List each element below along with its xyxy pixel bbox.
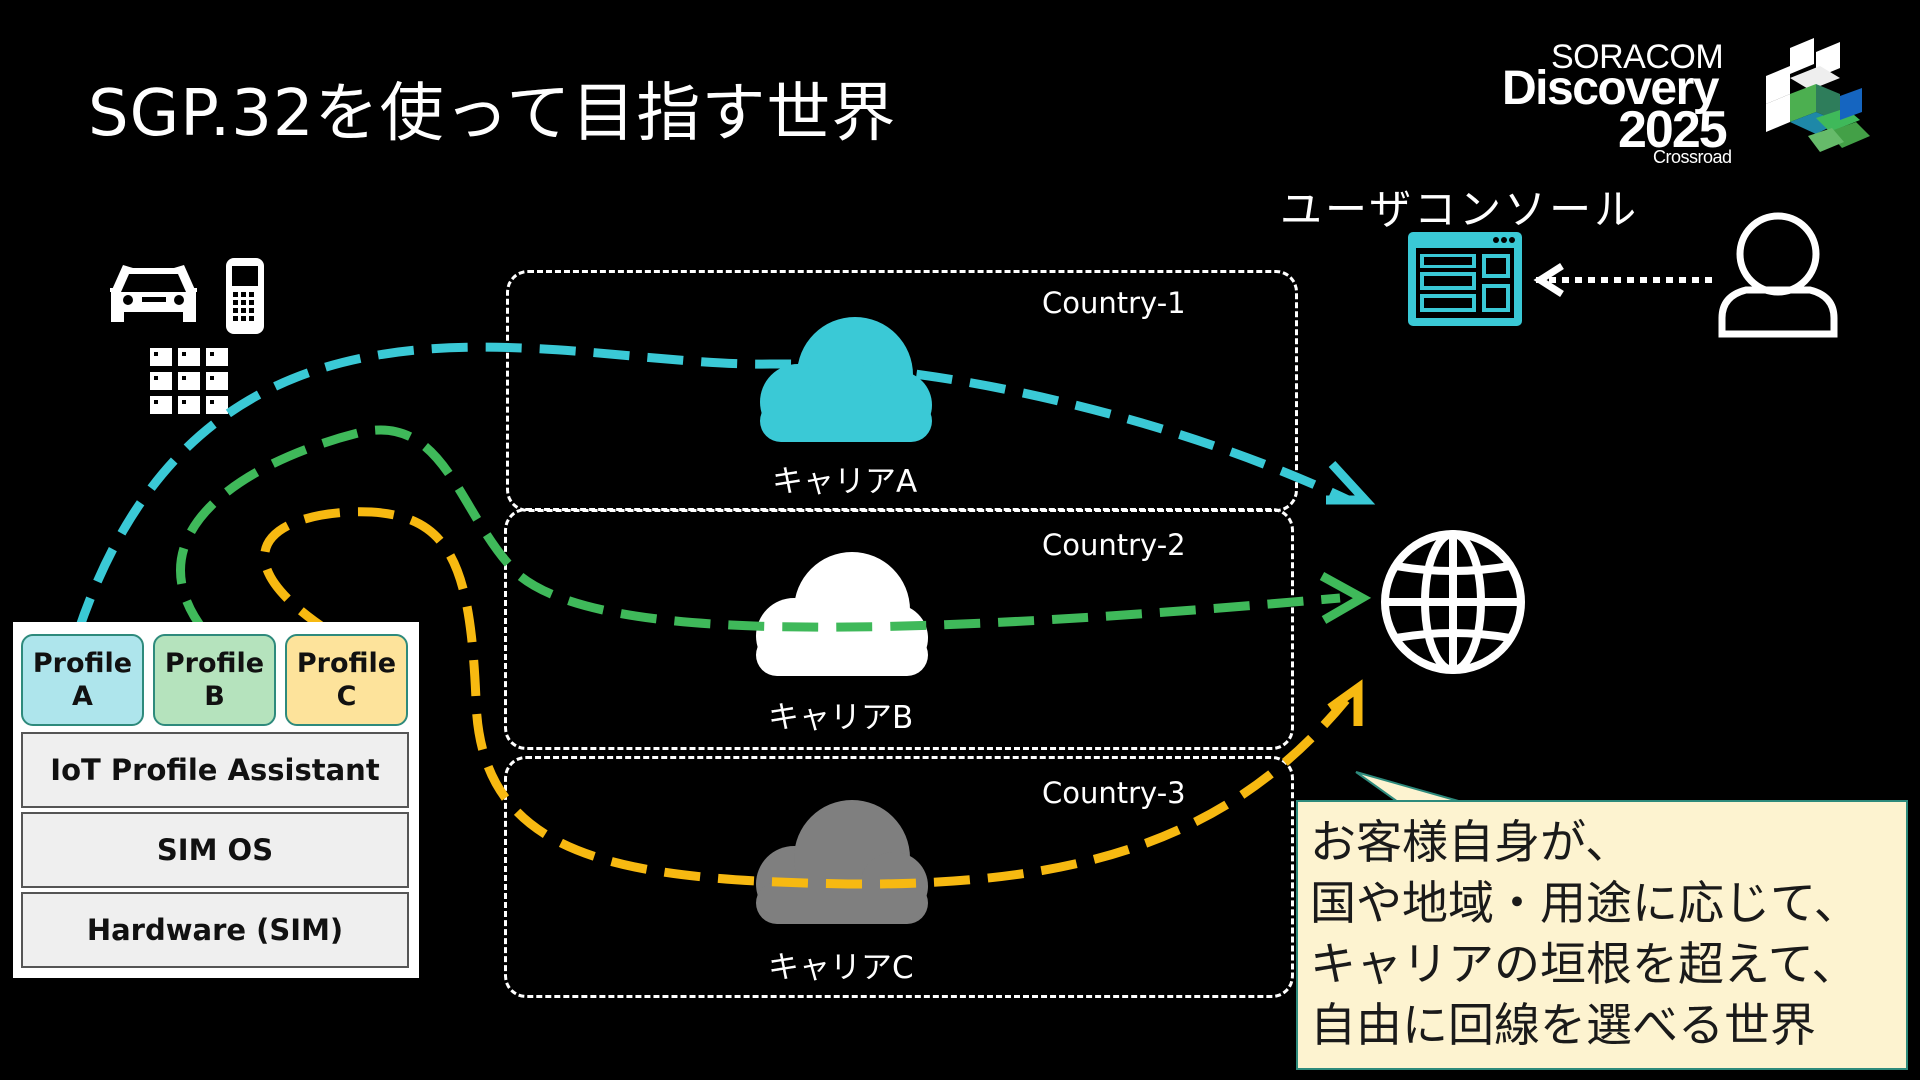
route-c-arrowhead-icon [1327,679,1363,726]
user-console-label: ユーザコンソール [1280,185,1640,234]
profile-a-line1: Profile [32,648,133,679]
cloud-icon-carrier-a [760,317,932,442]
page-title: SGP.32を使って目指す世界 [88,77,897,151]
callout-line-2: 国や地域・用途に応じて、 [1310,876,1860,930]
callout-line-1: お客様自身が、 [1310,815,1632,869]
car-icon [110,265,197,322]
carrier-b-label: キャリアB [768,700,914,736]
profile-a-line2: A [72,681,93,712]
event-logo: SORACOM Discovery 2025 Crossroad [1490,38,1900,168]
carrier-c-label: キャリアC [768,950,914,986]
route-b-path [176,425,1341,635]
logo-year: 2025 [1618,101,1728,159]
sim-stack: Profile A Profile B Profile C IoT Profil… [13,622,419,978]
route-b-arrowhead-icon [1319,572,1372,624]
internet-globe-icon [1381,530,1525,674]
country-2-region [504,508,1294,750]
route-a-path [73,342,1350,634]
route-c-path [260,507,1350,889]
country-3-region [504,756,1294,998]
country-1-label: Country-1 [1042,286,1186,320]
profile-a: Profile A [21,634,144,726]
profile-b-line2: B [204,681,225,712]
layer-hardware-sim: Hardware (SIM) [21,892,409,968]
cloud-icon-carrier-b [756,552,928,676]
layer-sim-os: SIM OS [21,812,409,888]
profile-c-line1: Profile [296,648,397,679]
profile-c-line2: C [336,681,357,712]
carrier-a-label: キャリアA [772,464,918,500]
callout-line-3: キャリアの垣根を超えて、 [1310,937,1858,991]
logo-brand: SORACOM [1551,38,1724,76]
console-window-icon [1408,232,1522,326]
cloud-icon-carrier-c [756,800,928,924]
callout-tail [1355,771,1463,803]
logo-subtitle: Crossroad [1653,147,1732,167]
handheld-terminal-icon [226,258,264,334]
dotted-arrow-icon [1533,263,1716,297]
callout-text: お客様自身が、 国や地域・用途に応じて、 キャリアの垣根を超えて、 自由に回線を… [1310,812,1860,1056]
logo-mark-icon [1766,38,1870,152]
callout-line-4: 自由に回線を選べる世界 [1310,998,1816,1052]
callout-box: お客様自身が、 国や地域・用途に応じて、 キャリアの垣根を超えて、 自由に回線を… [1296,800,1908,1070]
route-a-arrowhead-icon [1326,460,1376,505]
profile-c: Profile C [285,634,408,726]
country-2-label: Country-2 [1042,528,1186,562]
user-icon [1718,212,1838,338]
profile-b: Profile B [153,634,276,726]
profile-b-line1: Profile [164,648,265,679]
logo-name: Discovery [1502,62,1719,115]
country-3-label: Country-3 [1042,776,1186,810]
smart-meter-grid-icon [150,348,228,414]
layer-iot-profile-assistant: IoT Profile Assistant [21,732,409,808]
